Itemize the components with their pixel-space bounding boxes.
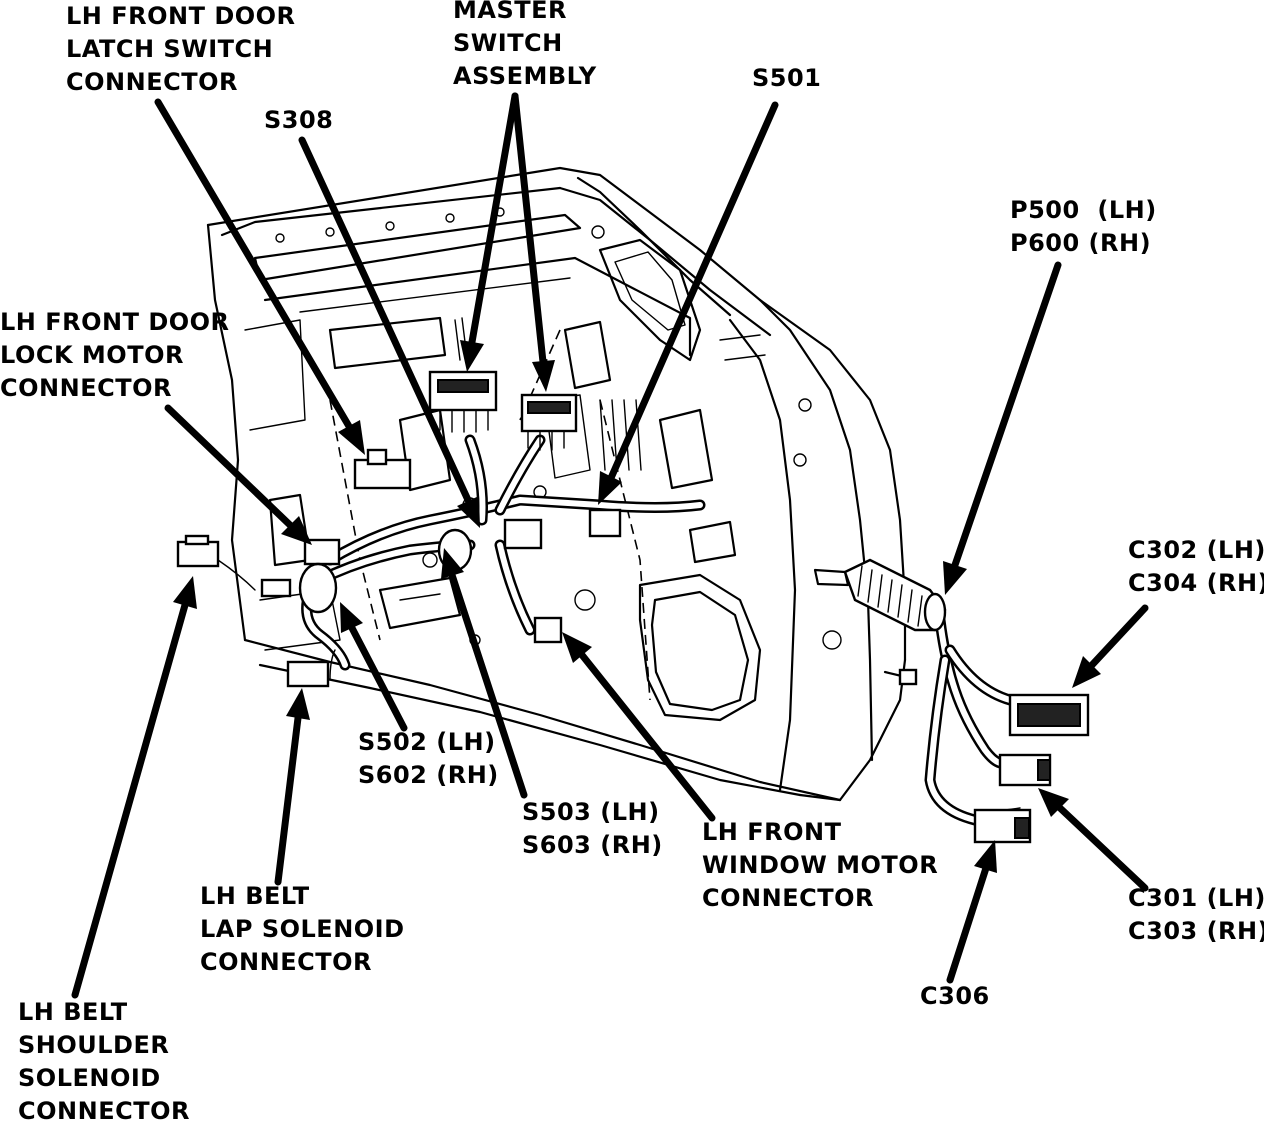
label-lh-front-window-motor-connector: LH FRONT WINDOW MOTOR CONNECTOR [702,818,939,912]
label-s501: S501 [752,64,822,92]
connectors [176,370,1090,844]
label-c301-c303: C301 (LH) C303 (RH) [1128,884,1264,945]
label-master-switch-assembly: MASTER SWITCH ASSEMBLY [453,0,597,90]
label-c306: C306 [920,982,990,1010]
label-lh-front-door-lock-motor-connector: LH FRONT DOOR LOCK MOTOR CONNECTOR [0,308,230,402]
label-p500-p600: P500 (LH) P600 (RH) [1010,196,1157,257]
label-c302-c304: C302 (LH) C304 (RH) [1128,536,1264,597]
label-s308: S308 [264,106,334,134]
label-s502-s602: S502 (LH) S602 (RH) [358,728,499,789]
door-shell [206,166,907,802]
label-lh-belt-shoulder-solenoid-connector: LH BELT SHOULDER SOLENOID CONNECTOR [18,998,190,1124]
leader-arrows [71,92,1149,999]
label-lh-belt-lap-solenoid-connector: LH BELT LAP SOLENOID CONNECTOR [200,882,405,976]
label-lh-front-door-latch-switch-connector: LH FRONT DOOR LATCH SWITCH CONNECTOR [66,2,296,96]
label-s503-s603: S503 (LH) S603 (RH) [522,798,663,859]
